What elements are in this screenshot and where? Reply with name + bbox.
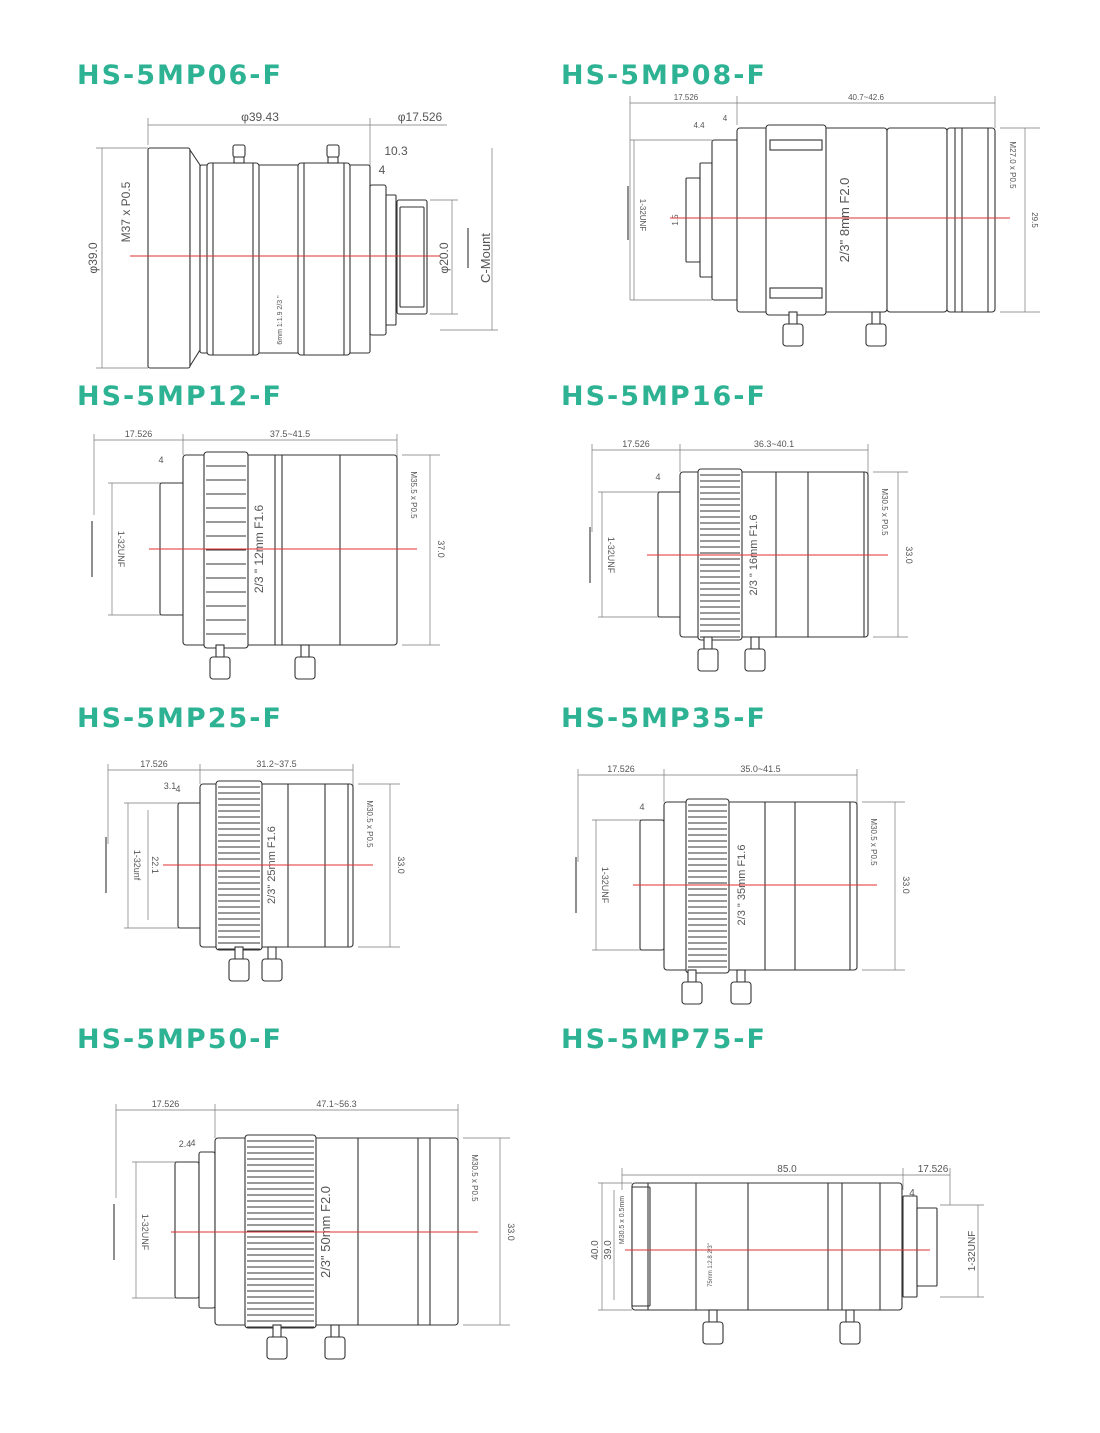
dim-4: 4 — [175, 784, 180, 794]
dim-4: 4 — [909, 1188, 915, 1199]
dim-flange: φ17.526 — [398, 110, 443, 124]
dim-height: 33.0 — [901, 876, 911, 894]
dim-2-4: 2.4 — [179, 1139, 192, 1149]
lens-title-75: HS-5MP75-F — [561, 1024, 767, 1055]
lens-title-50: HS-5MP50-F — [77, 1024, 283, 1055]
dim-thread: M37 x P0.5 — [119, 181, 133, 242]
lens-title-16: HS-5MP16-F — [561, 381, 767, 412]
dim-thread: M30.5 x 0.5mm — [619, 1196, 626, 1244]
dim-height: 33.0 — [506, 1223, 516, 1241]
dim-1-5: 1.5 — [671, 214, 680, 226]
dim-flange: 17.526 — [125, 429, 153, 439]
lens-title-25: HS-5MP25-F — [77, 703, 283, 734]
dim-length: 36.3~40.1 — [754, 439, 794, 449]
dim-flange: 17.526 — [152, 1099, 180, 1109]
dim-unf: 1-32UNF — [116, 531, 126, 568]
dim-length: 85.0 — [777, 1164, 797, 1175]
dim-flange: 17.526 — [918, 1164, 949, 1175]
dim-4: 4 — [190, 1138, 195, 1148]
dim-unf: 1-32UNF — [140, 1214, 150, 1251]
focal-label: 2/3" 8mm F2.0 — [837, 178, 852, 263]
lens-title-35: HS-5MP35-F — [561, 703, 767, 734]
lens-title-12: HS-5MP12-F — [77, 381, 283, 412]
dim-flange: 17.526 — [607, 764, 635, 774]
dim-39: 39.0 — [603, 1240, 614, 1260]
lens-title-06: HS-5MP06-F — [77, 60, 283, 91]
dim-thread: M30.5 x P0.5 — [470, 1154, 479, 1202]
dim-length: 31.2~37.5 — [256, 759, 296, 769]
mount-label: C-Mount — [478, 233, 493, 283]
lens-title-08: HS-5MP08-F — [561, 60, 767, 91]
dim-4: 4 — [723, 114, 728, 123]
lens-drawing-08: 17.526 40.7~42.6 4.4 4 1-32UNF 1.5 2/3" 8mm F2… — [627, 93, 1040, 347]
dim-height: 33.0 — [396, 856, 406, 874]
dim-flange: 17.526 — [140, 759, 168, 769]
dim-height: 37.0 — [436, 540, 446, 558]
dim-thread: M30.5 x P0.5 — [365, 800, 374, 848]
dim-4: 4 — [158, 455, 163, 465]
dim-thread: M30.5 x P0.5 — [869, 818, 878, 866]
dim-thread: M30.5 x P0.5 — [880, 488, 889, 536]
dim-length: 35.0~41.5 — [740, 764, 780, 774]
dim-thread: M27.0 x P0.5 — [1008, 141, 1017, 189]
dim-length: 40.7~42.6 — [848, 93, 884, 102]
dim-unf: 1-32UNF — [606, 537, 616, 574]
engraving: 75mm 1:2.8 2/3" — [708, 1243, 714, 1287]
dim-unf: 1-32UNF — [967, 1231, 978, 1272]
dim-4: 4 — [639, 802, 644, 812]
dim-thread: M35.5 x P0.5 — [409, 471, 418, 519]
dim-flange: 17.526 — [674, 93, 699, 102]
dim-3-1: 3.1 — [164, 781, 177, 791]
dim-height: 33.0 — [904, 546, 914, 564]
dim-length: 47.1~56.3 — [316, 1099, 356, 1109]
dim-length: 37.5~41.5 — [270, 429, 310, 439]
dim-4: 4 — [379, 163, 386, 177]
dim-unf: 1-32unf — [132, 850, 142, 881]
dim-4: 4 — [655, 472, 660, 482]
lens-drawing-06: φ39.43 φ17.526 10.3 4 φ39.0 M37 x P0.5 6mm 1:1… — [86, 110, 498, 369]
dim-40: 40.0 — [590, 1240, 601, 1260]
dim-22-1: 22.1 — [150, 856, 160, 874]
dim-4-4: 4.4 — [693, 121, 705, 130]
dim-unf: 1-32UNF — [638, 199, 647, 232]
dim-unf: 1-32UNF — [600, 867, 610, 904]
dim-overall-dia: φ39.43 — [241, 110, 279, 124]
engraving: 6mm 1:1.9 2/3 " — [277, 295, 284, 345]
dim-phi39: φ39.0 — [86, 242, 100, 273]
dim-10-3: 10.3 — [384, 144, 408, 158]
dim-phi20: φ20.0 — [437, 242, 451, 273]
dim-flange: 17.526 — [622, 439, 650, 449]
dim-height: 29.5 — [1030, 212, 1039, 228]
